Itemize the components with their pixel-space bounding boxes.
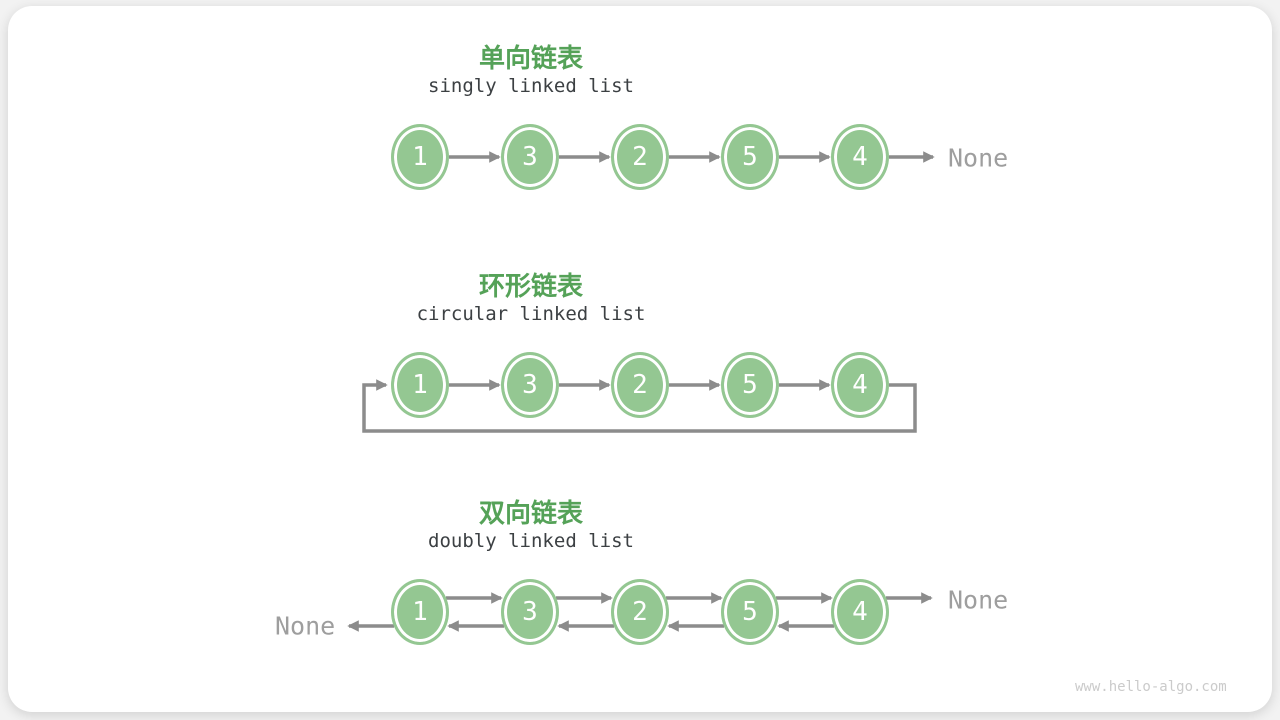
list-node: 5 — [721, 124, 779, 190]
section-subtitle-singly: singly linked list — [428, 75, 634, 97]
list-node: 2 — [611, 352, 669, 418]
section-subtitle-doubly: doubly linked list — [428, 530, 634, 552]
list-node: 5 — [721, 579, 779, 645]
list-node: 1 — [391, 124, 449, 190]
watermark: www.hello-algo.com — [1075, 679, 1227, 695]
list-node: 4 — [831, 579, 889, 645]
section-subtitle-circular: circular linked list — [416, 303, 646, 325]
list-node: 5 — [721, 352, 779, 418]
list-node: 3 — [501, 579, 559, 645]
none-label: None — [948, 585, 1009, 615]
section-title-singly: 单向链表 — [478, 43, 584, 73]
list-node: 3 — [501, 124, 559, 190]
section-title-circular: 环形链表 — [478, 271, 584, 301]
list-node: 1 — [391, 352, 449, 418]
list-node: 4 — [831, 124, 889, 190]
loop-back-arrow — [362, 379, 917, 433]
list-node: 2 — [611, 124, 669, 190]
none-label: None — [275, 611, 336, 641]
list-node: 2 — [611, 579, 669, 645]
section-title-doubly: 双向链表 — [478, 498, 584, 528]
list-node: 1 — [391, 579, 449, 645]
list-node: 4 — [831, 352, 889, 418]
list-node: 3 — [501, 352, 559, 418]
none-label: None — [948, 143, 1009, 173]
